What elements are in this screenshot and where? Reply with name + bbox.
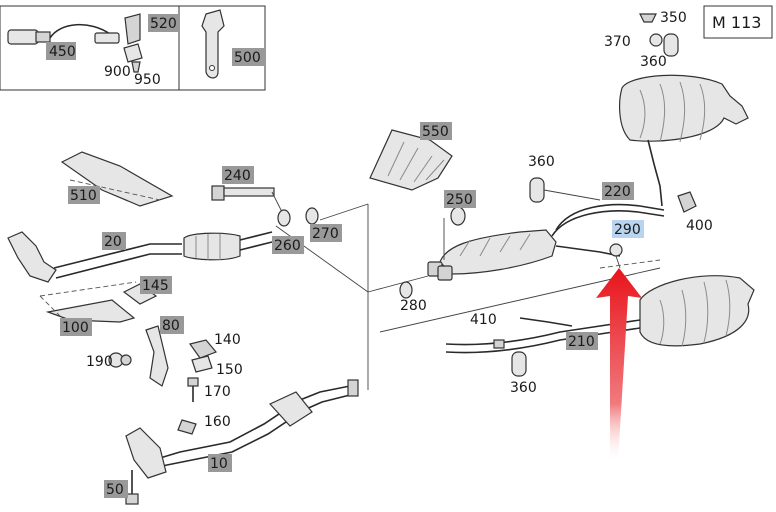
part-label-150: 150 [216,362,243,378]
part-label-140: 140 [214,332,241,348]
svg-text:145: 145 [142,278,169,294]
svg-text:190: 190 [86,354,113,370]
svg-text:250: 250 [446,192,473,208]
part-label-410: 410 [470,312,497,328]
svg-text:220: 220 [604,184,631,200]
svg-text:410: 410 [470,312,497,328]
svg-text:450: 450 [49,44,76,60]
svg-text:270: 270 [312,226,339,242]
svg-text:360: 360 [528,154,555,170]
svg-text:520: 520 [150,16,177,32]
svg-text:240: 240 [224,168,251,184]
part-label-360-top: 360 [640,54,667,70]
hanger-360-part [529,177,601,203]
part-label-160: 160 [204,414,231,430]
svg-text:510: 510 [70,188,97,204]
svg-text:360: 360 [640,54,667,70]
front-pipe-20-part [7,231,273,283]
svg-text:160: 160 [204,414,231,430]
rear-muffler-part [619,74,749,207]
part-label-360-low: 360 [510,380,537,396]
part-label-500: 500 [232,48,264,66]
svg-text:550: 550 [422,124,449,140]
small-parts [108,339,218,435]
part-label-100: 100 [60,318,92,336]
svg-text:100: 100 [62,320,89,336]
part-label-270: 270 [310,224,342,242]
part-label-10: 10 [208,454,232,472]
oxygen-sensor-part [7,23,120,45]
svg-text:950: 950 [134,72,161,88]
part-label-280: 280 [400,298,427,314]
part-label-220: 220 [602,182,634,200]
middle-silencer-part [427,229,621,281]
svg-text:400: 400 [686,218,713,234]
bracket-80-part [145,325,169,387]
connector-lines [319,203,661,390]
svg-text:80: 80 [162,318,180,334]
svg-text:360: 360 [510,380,537,396]
part-label-400: 400 [686,218,713,234]
rear-silencer-part [445,275,755,354]
svg-text:350: 350 [660,10,687,26]
part-label-950: 950 [134,72,161,88]
svg-text:150: 150 [216,362,243,378]
bracket-100-part [39,281,137,323]
part-label-900: 900 [104,64,131,80]
bracket-part [201,9,225,79]
part-label-450: 450 [46,42,76,60]
hanger-part [639,13,679,57]
part-label-350: 350 [660,10,687,26]
svg-text:50: 50 [106,482,124,498]
part-label-20: 20 [102,232,126,250]
clamp-290-part [609,243,623,269]
part-label-370: 370 [604,34,631,50]
bracket-510-part [60,151,174,207]
part-label-360-mid: 360 [528,154,555,170]
red-arrow-icon [596,268,642,462]
part-label-260: 260 [272,236,304,254]
svg-text:370: 370 [604,34,631,50]
center-pipe-part [551,191,697,237]
part-label-240: 240 [222,166,254,184]
part-label-250: 250 [444,190,476,208]
svg-text:280: 280 [400,298,427,314]
svg-text:900: 900 [104,64,131,80]
part-label-510: 510 [68,186,100,204]
svg-text:260: 260 [274,238,301,254]
svg-text:20: 20 [104,234,122,250]
part-label-210: 210 [566,332,598,350]
svg-text:M 113: M 113 [712,13,761,32]
heat-shield-part [369,129,453,191]
washer-part [399,206,466,299]
part-label-170: 170 [204,384,231,400]
clip-part [123,13,143,73]
part-label-290: 290 [612,220,644,238]
svg-text:140: 140 [214,332,241,348]
part-label-145: 145 [140,276,172,294]
part-label-80: 80 [160,316,184,334]
bolt-240-part [211,185,319,227]
part-label-520: 520 [148,14,180,32]
model-box [703,5,773,39]
front-pipe-10-part [125,379,359,479]
svg-text:290: 290 [614,222,641,238]
model-label: M 113 [712,13,761,32]
part-label-50: 50 [104,480,128,498]
svg-text:10: 10 [210,456,228,472]
svg-text:170: 170 [204,384,231,400]
part-label-190: 190 [86,354,113,370]
hanger-360-lower-part [511,351,527,377]
svg-text:210: 210 [568,334,595,350]
part-label-550: 550 [420,122,452,140]
bolt-50-part [125,470,139,505]
svg-text:500: 500 [234,50,261,66]
